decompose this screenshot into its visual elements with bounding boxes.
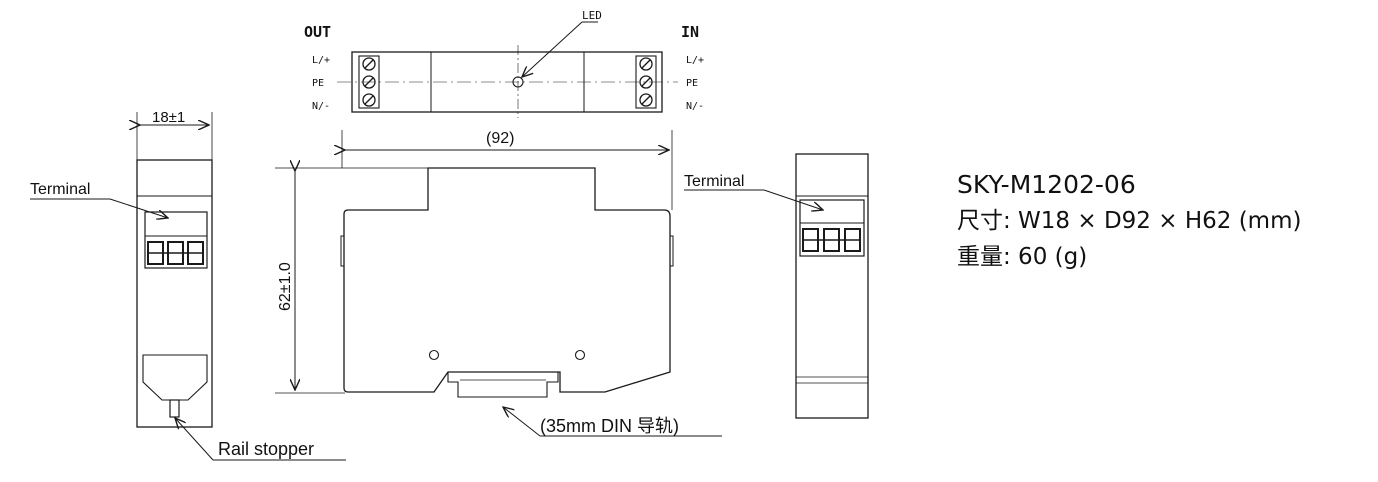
terminal-label-pe: PE (686, 78, 698, 89)
led-label: LED (582, 9, 602, 22)
screw-icon (639, 75, 653, 89)
terminal-label-pe: PE (312, 78, 324, 89)
top-view-body (337, 45, 678, 118)
terminal-labels-left: L/+ PE N/- (312, 55, 330, 112)
height-dimension-label: 62±1.0 (277, 262, 294, 311)
size-spec: 尺寸: W18 × D92 × H62 (mm) (957, 208, 1301, 234)
terminal-label: Terminal (30, 181, 90, 198)
mounting-hole (574, 349, 586, 361)
weight-spec: 重量: 60 (g) (957, 244, 1087, 270)
screw-icon (362, 57, 376, 71)
top-view: OUT IN LED L/+ PE N/- L/+ PE N/- (304, 9, 704, 118)
depth-dimension-label: (92) (486, 130, 514, 147)
din-rail (447, 372, 559, 398)
mounting-hole (428, 349, 440, 361)
side-view: 18±1 Terminal Rail stopper (30, 109, 346, 461)
terminal-label-l: L/+ (312, 55, 330, 66)
model-number: SKY-M1202-06 (957, 170, 1136, 199)
screw-icon (362, 93, 376, 107)
spec-block: SKY-M1202-06 尺寸: W18 × D92 × H62 (mm) 重量… (957, 170, 1301, 270)
width-dimension-label: 18±1 (152, 109, 185, 126)
led-indicator (512, 76, 524, 88)
right-view: Terminal (684, 153, 869, 419)
screw-icon (362, 75, 376, 89)
out-label: OUT (304, 23, 331, 41)
din-rail-label: (35mm DIN 导轨) (540, 416, 679, 436)
rail-stopper-label: Rail stopper (218, 439, 314, 459)
screw-icon (639, 57, 653, 71)
terminal-label-l: L/+ (686, 55, 704, 66)
front-view: (92) 62±1.0 (35mm DIN 导轨) (275, 130, 722, 437)
terminal-labels-right: L/+ PE N/- (686, 55, 704, 112)
in-label: IN (681, 23, 699, 41)
terminal-label-n: N/- (686, 101, 704, 112)
terminal-label-n: N/- (312, 101, 330, 112)
terminal-label: Terminal (684, 173, 744, 190)
rail-stopper (169, 399, 180, 418)
screw-icon (639, 93, 653, 107)
